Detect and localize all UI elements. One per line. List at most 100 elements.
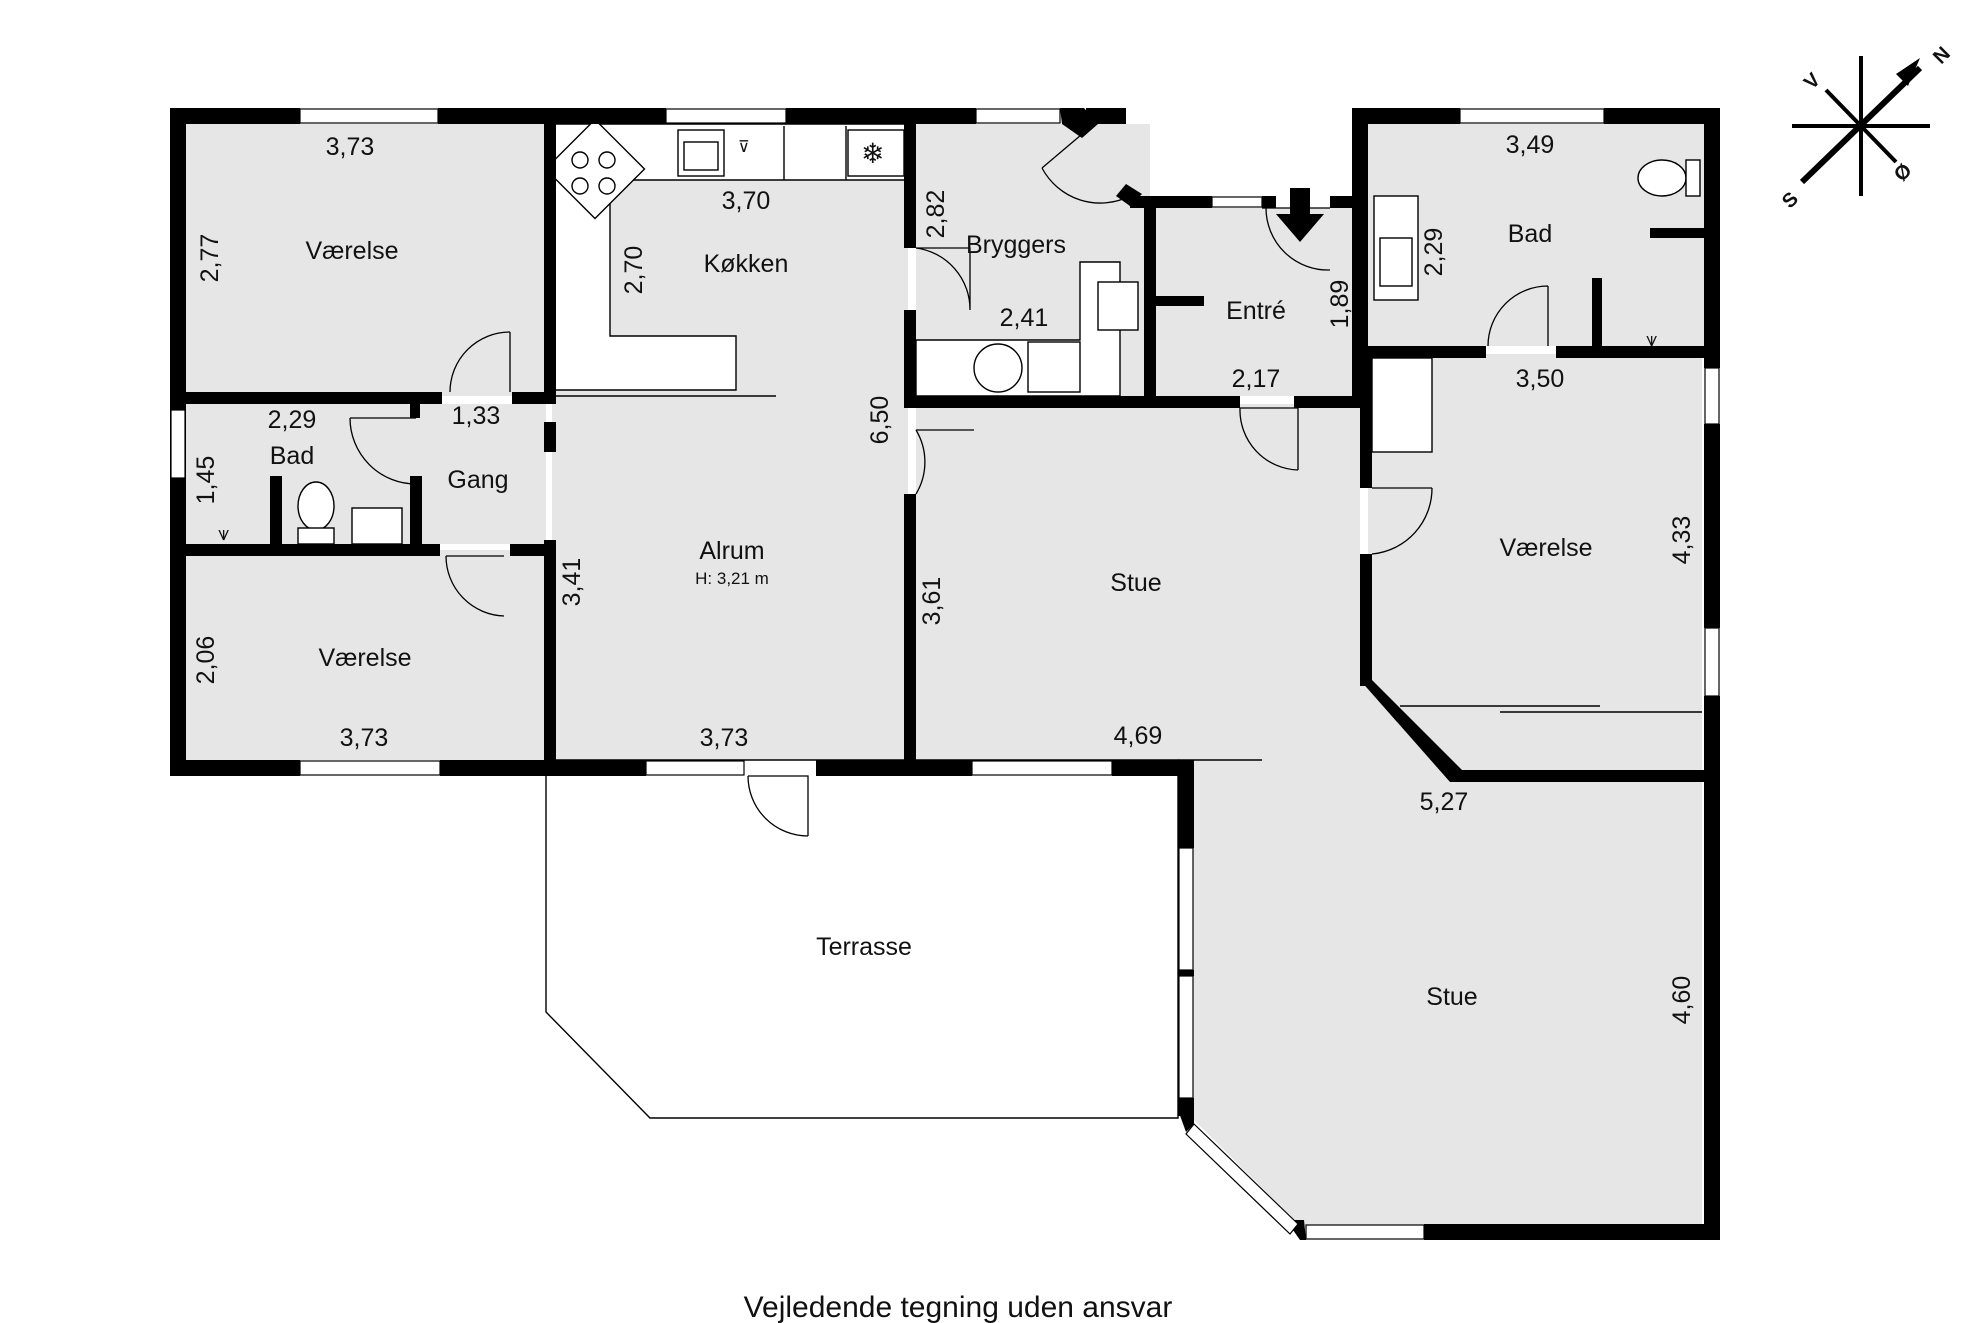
door-swing — [915, 429, 974, 495]
window — [1305, 1224, 1425, 1240]
room-label-bryggers: Bryggers — [966, 231, 1066, 259]
dimension-label: 3,73 — [340, 724, 389, 752]
door-swing — [915, 247, 971, 311]
window — [299, 108, 439, 124]
washing-machine — [973, 343, 1023, 393]
windows — [170, 108, 1720, 1240]
burner — [571, 177, 589, 195]
floor-vaerelse-nw — [186, 124, 544, 396]
window — [1704, 627, 1720, 697]
dimension-label: 3,70 — [722, 187, 771, 215]
dryer — [1027, 341, 1081, 393]
toilet-ne — [1637, 159, 1687, 197]
dimension-label: 2,17 — [1232, 365, 1281, 393]
room-label-gang: Gang — [447, 466, 508, 494]
room-label-stue-se: Stue — [1426, 983, 1477, 1011]
window — [299, 760, 441, 776]
compass-west: V — [1800, 69, 1825, 94]
walls — [170, 108, 1720, 1240]
toilet-tank-w — [297, 527, 335, 545]
utility-sink — [1097, 281, 1139, 331]
dimension-labels: 3,73 2,77 3,70 2,70 2,82 2,41 1,89 2,17 … — [192, 131, 1696, 1024]
room-label-alrum: Alrum — [699, 537, 764, 565]
fridge — [847, 129, 905, 177]
room-label-vaerelse-nw: Værelse — [305, 237, 398, 265]
dimension-label: 1,89 — [1326, 280, 1354, 329]
window — [1211, 196, 1263, 208]
room-height-alrum: H: 3,21 m — [695, 569, 769, 588]
north-arrow-icon — [1896, 58, 1920, 86]
compass-east: Ø — [1890, 159, 1917, 186]
floor-stue-se — [1190, 770, 1702, 1226]
compass-rose: N S V Ø — [1778, 43, 1955, 213]
dimension-label: 5,27 — [1420, 788, 1469, 816]
dimension-label: 2,29 — [1420, 228, 1448, 277]
window — [1459, 108, 1605, 124]
dimension-label: 1,45 — [192, 456, 220, 505]
dimension-label: 2,06 — [192, 636, 220, 685]
window — [665, 108, 787, 124]
dimension-label: 2,70 — [620, 246, 648, 295]
floor-alrum — [552, 396, 908, 760]
door-swing — [1371, 487, 1433, 555]
room-label-stue-center: Stue — [1110, 569, 1161, 597]
room-labels: Værelse Køkken Bryggers Entré Bad Bad Ga… — [270, 220, 1593, 1011]
dimension-label: 3,73 — [326, 133, 375, 161]
terrace-outline — [545, 759, 1179, 1119]
room-label-bad-ne: Bad — [1508, 220, 1552, 248]
room-label-entre: Entré — [1226, 297, 1286, 325]
closet-e — [1371, 357, 1433, 453]
dimension-label: 4,69 — [1114, 722, 1163, 750]
floor-drain-icon: ⩛ — [218, 523, 229, 545]
door-swing — [1487, 285, 1549, 347]
dimension-label: 4,33 — [1668, 516, 1696, 565]
room-label-koekken: Køkken — [704, 250, 789, 278]
shower-tray-w — [351, 507, 403, 545]
dimension-label: 2,29 — [268, 406, 317, 434]
stove — [544, 118, 646, 220]
kitchen-fixtures: ❄ ⊽ — [544, 118, 909, 391]
dimension-label: 2,77 — [196, 234, 224, 283]
window — [645, 760, 745, 776]
utility-fixtures: ⩛ ⩛ — [218, 159, 1702, 713]
burner — [598, 151, 616, 169]
sink-ne — [1379, 237, 1413, 287]
door-swing — [1041, 123, 1131, 204]
kitchen-sink-basin — [683, 141, 719, 171]
disclaimer-text: Vejledende tegning uden ansvar — [744, 1291, 1173, 1323]
door-swing — [747, 775, 809, 837]
toilet-tank-ne — [1685, 159, 1701, 197]
compass-north: N — [1929, 43, 1955, 69]
bathroom-counter-ne — [1373, 195, 1419, 301]
floor-drain-icon: ⩛ — [1646, 329, 1657, 351]
room-label-vaerelse-sw: Værelse — [318, 644, 411, 672]
window — [1178, 975, 1194, 1099]
window — [975, 108, 1061, 124]
door-swing — [449, 331, 511, 393]
window — [1185, 1123, 1299, 1235]
dimension-label: 2,41 — [1000, 304, 1049, 332]
burner — [598, 177, 616, 195]
dimension-label: 3,41 — [558, 558, 586, 607]
dimension-label: 1,33 — [452, 402, 501, 430]
toilet-w — [297, 481, 335, 531]
dishwasher-icon: ⊽ — [738, 139, 750, 156]
window — [170, 409, 186, 479]
window — [1178, 847, 1194, 971]
room-label-vaerelse-e: Værelse — [1499, 534, 1592, 562]
dimension-label: 3,50 — [1516, 365, 1565, 393]
compass-south: S — [1778, 188, 1803, 213]
dimension-label: 2,82 — [922, 190, 950, 239]
door-swing — [1239, 407, 1299, 471]
floor-vaerelse-sw — [186, 550, 546, 760]
floor-vaerelse-e — [1368, 354, 1702, 770]
dimension-label: 3,73 — [700, 724, 749, 752]
door-swing — [445, 555, 505, 617]
snowflake-icon: ❄ — [861, 138, 884, 169]
dimension-label: 3,49 — [1506, 131, 1555, 159]
doors — [349, 123, 1549, 837]
window — [971, 760, 1113, 776]
dimension-label: 6,50 — [866, 396, 894, 445]
kitchen-sink — [677, 129, 725, 177]
